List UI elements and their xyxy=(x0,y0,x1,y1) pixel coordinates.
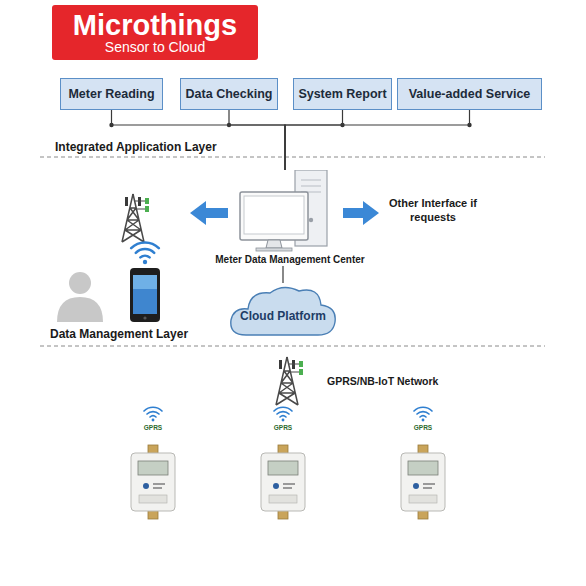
computer-drawing xyxy=(256,248,292,251)
person-icon xyxy=(69,272,91,294)
wifi-symbol xyxy=(414,407,432,421)
water-meter xyxy=(401,445,445,519)
computer-drawing xyxy=(301,180,321,192)
signal-label: GPRS xyxy=(403,424,443,432)
box-label: Meter Reading xyxy=(68,87,154,102)
logo-tagline: Sensor to Cloud xyxy=(105,40,205,55)
wifi-symbol xyxy=(131,242,159,264)
wifi-symbol xyxy=(144,407,162,421)
process-box: Value-added Service xyxy=(397,78,542,110)
signal-label: GPRS xyxy=(133,424,173,432)
process-box: System Report xyxy=(293,78,392,110)
computer-drawing xyxy=(244,196,304,234)
cloud-outline xyxy=(231,287,335,335)
box-label: Value-added Service xyxy=(409,87,531,102)
layer-label: Data Management Layer xyxy=(50,327,270,342)
computer-drawing xyxy=(309,218,313,222)
person-icon xyxy=(57,272,103,322)
connector-line xyxy=(285,110,470,170)
block-arrow xyxy=(190,201,228,225)
wifi-symbol xyxy=(414,407,432,421)
computer-label: Meter Data Management Center xyxy=(215,254,364,266)
tower-symbol xyxy=(276,357,303,405)
network-label: GPRS/NB-IoT Network xyxy=(327,375,487,388)
box-label: System Report xyxy=(298,87,386,102)
wifi-symbol xyxy=(131,242,159,264)
water-meter xyxy=(131,445,175,519)
layer-divider xyxy=(40,157,545,158)
logo-box: MicrothingsSensor to Cloud xyxy=(52,5,258,60)
cloud-shape: Cloud Platform xyxy=(226,283,340,341)
process-box: Meter Reading xyxy=(60,78,163,110)
interface-note: Other Interface if requests xyxy=(387,197,479,225)
layer-divider xyxy=(40,346,545,347)
layer-label: Integrated Application Layer xyxy=(55,140,275,155)
computer-drawing xyxy=(240,192,308,240)
wifi-symbol xyxy=(274,407,292,421)
phone-icon xyxy=(133,275,157,314)
computer-drawing xyxy=(266,240,282,248)
cloud-label: Cloud Platform xyxy=(240,309,326,323)
computer-drawing xyxy=(200,170,380,266)
phone-icon xyxy=(133,275,157,289)
water-meter xyxy=(261,445,305,519)
block-arrow xyxy=(343,201,379,225)
logo-name: Microthings xyxy=(73,10,237,40)
connector-line xyxy=(229,110,285,170)
wifi-symbol xyxy=(274,407,292,421)
connector-line xyxy=(282,266,283,283)
tower-symbol xyxy=(122,194,149,242)
person-icon xyxy=(57,297,103,322)
computer-icon: Meter Data Management Center xyxy=(200,170,380,266)
signal-label: GPRS xyxy=(263,424,303,432)
phone-icon xyxy=(130,268,160,322)
layer-divider xyxy=(40,157,545,346)
connector-line xyxy=(285,110,343,170)
wifi-symbol xyxy=(144,407,162,421)
box-label: Data Checking xyxy=(186,87,273,102)
process-box: Data Checking xyxy=(180,78,278,110)
phone-icon xyxy=(143,316,146,319)
phone-icon xyxy=(130,268,160,322)
